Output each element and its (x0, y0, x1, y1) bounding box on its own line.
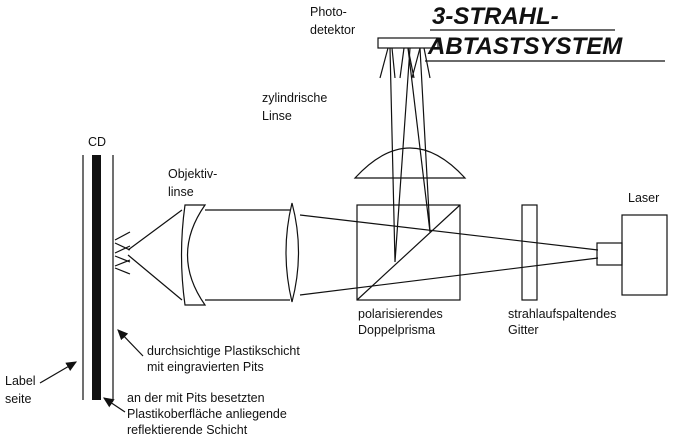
laser-label: Laser (628, 191, 659, 205)
photodetector-label-2: detektor (310, 23, 355, 37)
reflective-label-3: reflektierende Schicht (127, 423, 248, 437)
polarizing-prism (356, 204, 461, 301)
collimator-lens (285, 202, 300, 303)
objective-label-2: linse (168, 185, 194, 199)
grating-label-2: Gitter (508, 323, 539, 337)
cd-disc (82, 155, 131, 400)
cyl-lens-label-1: zylindrische (262, 91, 327, 105)
title-line1: 3-STRAHL- (432, 3, 559, 30)
labelside-label-2: seite (5, 392, 31, 406)
prism-label-1: polarisierendes (358, 307, 443, 321)
objective-lens (180, 204, 207, 306)
prism-label-2: Doppelprisma (358, 323, 435, 337)
cylindrical-lens (353, 147, 467, 179)
grating-label-1: strahlaufspaltendes (508, 307, 616, 321)
photodetector (377, 37, 439, 49)
cd-label: CD (88, 135, 106, 149)
laser (596, 214, 668, 296)
labelside-label-1: Label (5, 374, 36, 388)
reflective-label-2: Plastikoberfläche anliegende (127, 407, 287, 421)
objective-label-1: Objektiv- (168, 167, 217, 181)
cyl-lens-label-2: Linse (262, 109, 292, 123)
grating (521, 204, 538, 301)
plastic-label-1: durchsichtige Plastikschicht (147, 344, 300, 358)
photodetector-label-1: Photo- (310, 5, 347, 19)
title-line2: ABTASTSYSTEM (427, 33, 623, 60)
reflective-label-1: an der mit Pits besetzten (127, 391, 265, 405)
plastic-label-2: mit eingravierten Pits (147, 360, 264, 374)
